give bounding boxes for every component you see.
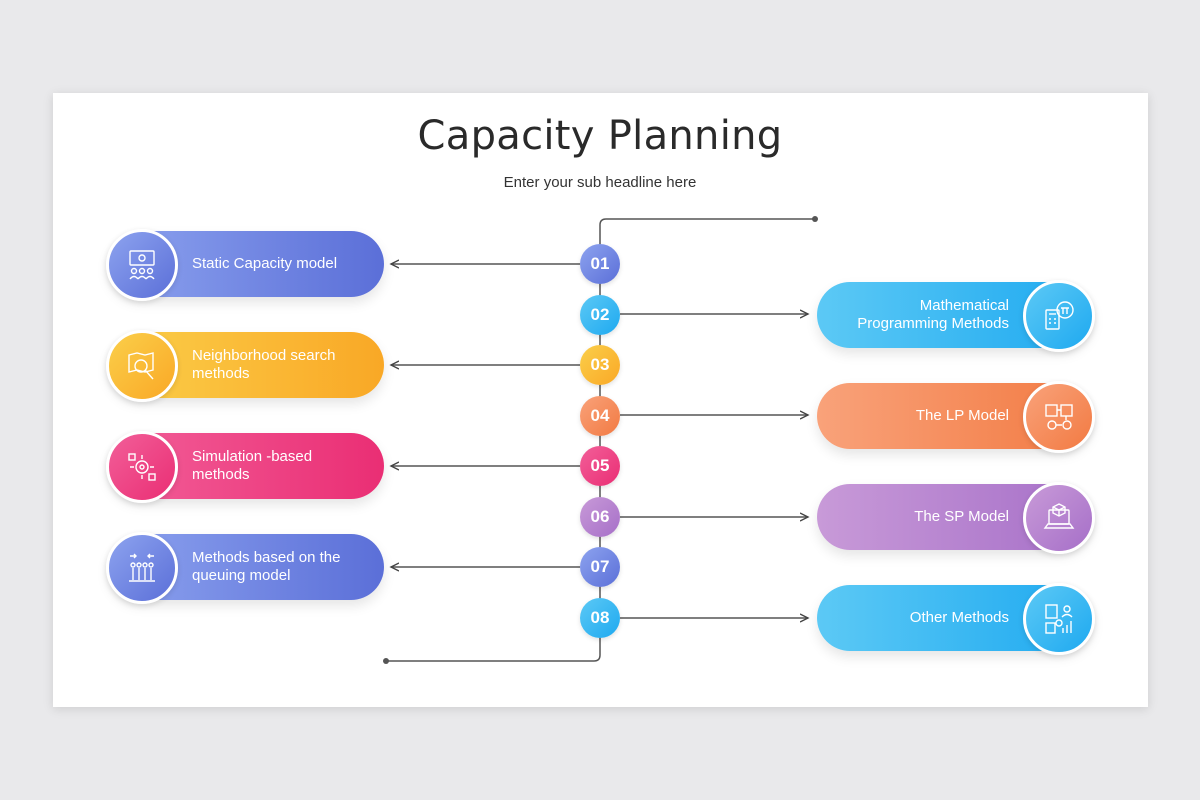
timeline-spine (386, 218, 815, 662)
queue-people-icon (106, 532, 178, 604)
step-number-06: 06 (580, 497, 620, 537)
simulation-icon (106, 431, 178, 503)
spine-end-dot (383, 658, 389, 664)
step-label: The SP Model (914, 508, 1009, 525)
step-number-05: 05 (580, 446, 620, 486)
step-label: The LP Model (915, 407, 1009, 424)
page-title: Capacity Planning (417, 113, 783, 159)
step-card-08: Other Methods (817, 583, 1095, 655)
step-label: Mathematical Programming Methods (857, 297, 1009, 332)
presentation-team-icon (106, 229, 178, 301)
step-label: Neighborhood search methods (192, 347, 336, 382)
step-number-03: 03 (580, 345, 620, 385)
step-number-08: 08 (580, 598, 620, 638)
laptop-box-icon (1023, 482, 1095, 554)
step-card-02: Mathematical Programming Methods (817, 280, 1095, 352)
step-card-03: Neighborhood search methods (106, 330, 384, 402)
page-subtitle: Enter your sub headline here (503, 174, 697, 191)
calculator-pi-icon (1023, 280, 1095, 352)
step-label: Static Capacity model (192, 255, 338, 272)
step-number-01: 01 (580, 244, 620, 284)
step-card-05: Simulation -based methods (106, 431, 384, 503)
step-label: Other Methods (909, 609, 1009, 626)
step-card-06: The SP Model (817, 482, 1095, 554)
step-card-01: Static Capacity model (106, 229, 384, 301)
gears-flow-icon (1023, 381, 1095, 453)
step-card-07: Methods based on the queuing model (106, 532, 384, 604)
spine-end-dot (812, 216, 818, 222)
document-analytics-icon (1023, 583, 1095, 655)
step-number-07: 07 (580, 547, 620, 587)
step-card-04: The LP Model (817, 381, 1095, 453)
step-number-04: 04 (580, 396, 620, 436)
map-search-icon (106, 330, 178, 402)
step-number-02: 02 (580, 295, 620, 335)
step-label: Simulation -based methods (192, 448, 313, 483)
step-label: Methods based on the queuing model (192, 549, 341, 584)
